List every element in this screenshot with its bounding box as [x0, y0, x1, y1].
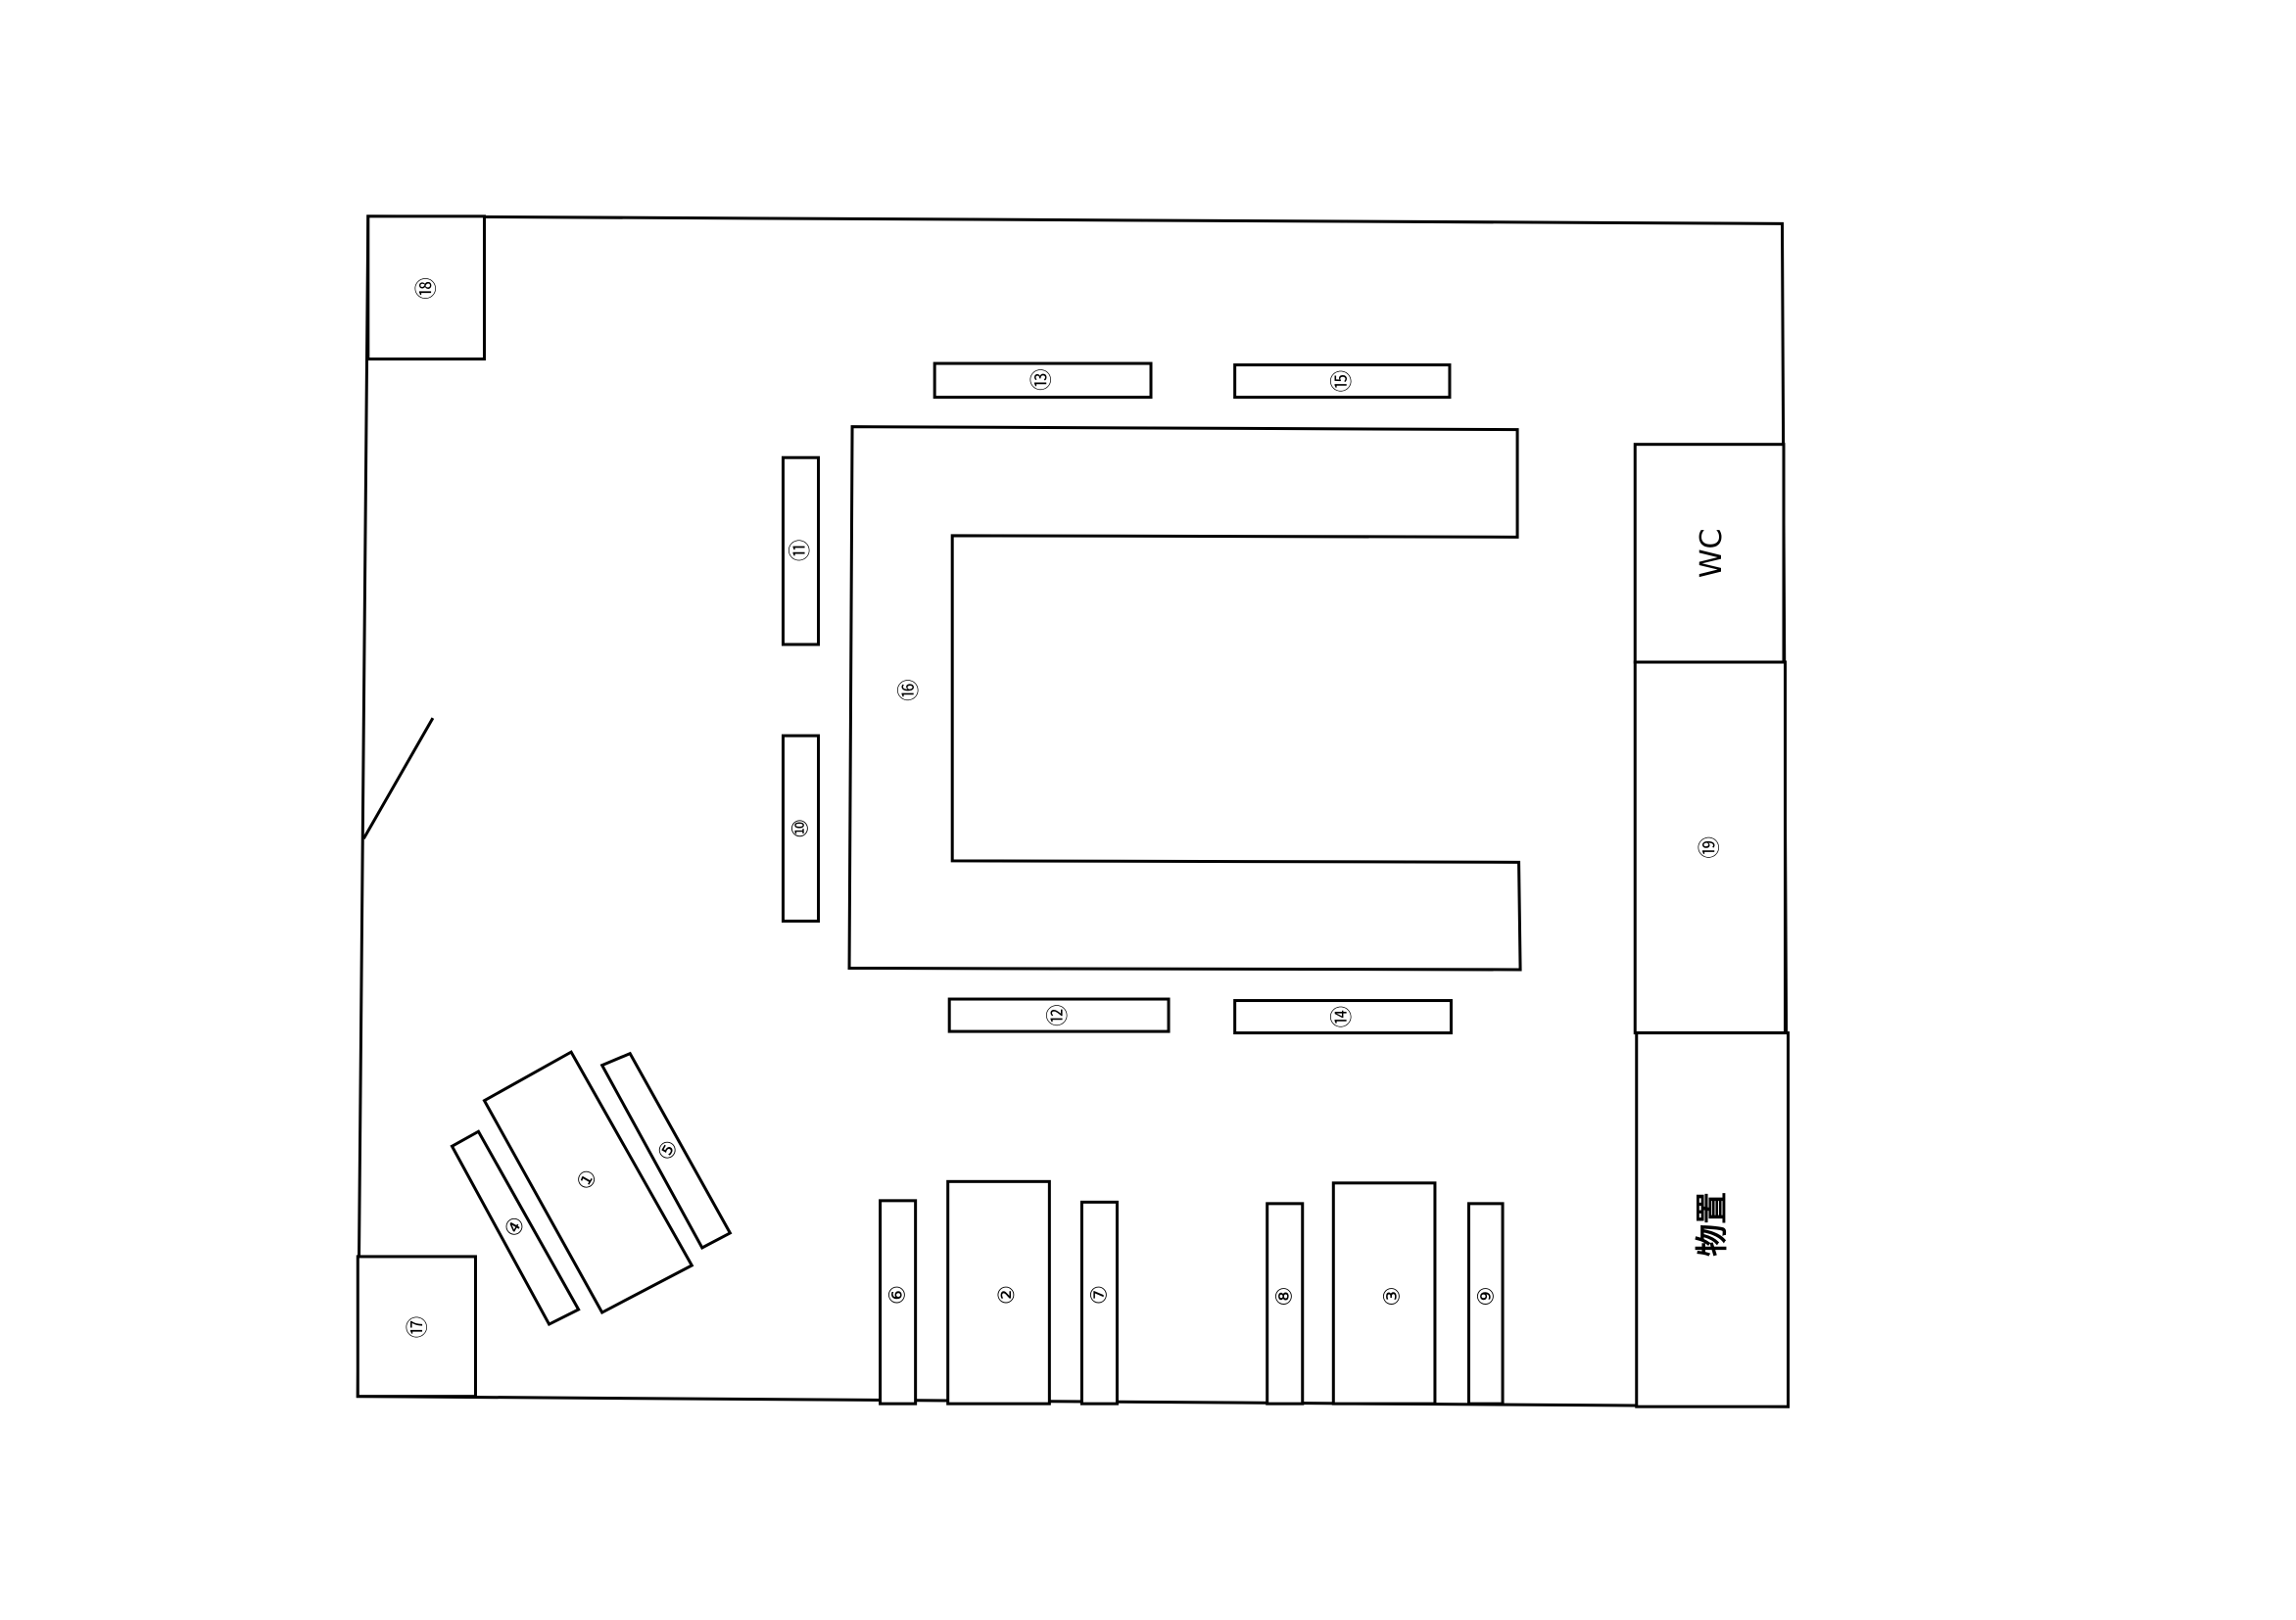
label-7: ⑦	[1086, 1285, 1112, 1305]
bench-12	[947, 997, 1171, 1033]
storage-room	[1635, 1031, 1790, 1408]
bench-13	[933, 361, 1153, 400]
bench-9	[1466, 1202, 1505, 1406]
label-19: ⑲	[1698, 836, 1723, 859]
bench-11	[781, 455, 820, 646]
bench-6	[879, 1199, 918, 1406]
table-2	[946, 1179, 1051, 1406]
bench-4	[450, 1129, 581, 1327]
label-11: ⑪	[788, 540, 813, 562]
bench-15	[1233, 363, 1452, 400]
bench-10	[781, 734, 820, 923]
table-1	[482, 1050, 694, 1315]
area-18	[366, 214, 486, 361]
area-19	[1633, 660, 1787, 1035]
label-16: ⑯	[897, 679, 923, 701]
label-3: ③	[1379, 1286, 1405, 1306]
label-6: ⑥	[885, 1285, 911, 1305]
label-2: ②	[994, 1285, 1020, 1305]
bench-8	[1266, 1202, 1305, 1406]
label-18: ⑱	[414, 277, 440, 300]
bench-14	[1233, 999, 1453, 1035]
label-13: ⑬	[1029, 368, 1055, 391]
label-8: ⑧	[1272, 1286, 1298, 1306]
label-10: ⑩	[788, 819, 813, 838]
area-17	[356, 1255, 477, 1399]
table-3	[1331, 1181, 1437, 1406]
label-storage: 物置	[1693, 1192, 1731, 1257]
label-14: ⑭	[1329, 1006, 1355, 1028]
bench-7	[1079, 1200, 1119, 1406]
label-12: ⑫	[1045, 1004, 1071, 1026]
label-9: ⑨	[1474, 1286, 1500, 1306]
u-table-16	[847, 425, 1522, 972]
label-wc: WC	[1695, 529, 1729, 579]
door	[361, 717, 435, 840]
label-15: ⑮	[1329, 370, 1355, 393]
label-17: ⑰	[406, 1316, 431, 1339]
bench-5	[599, 1051, 733, 1250]
